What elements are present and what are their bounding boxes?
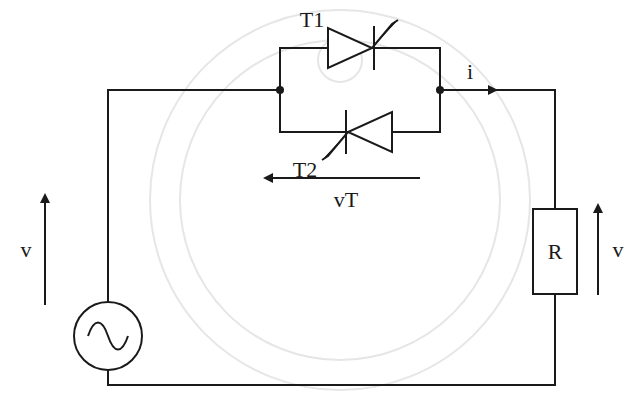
voltage-label: vT [334, 189, 358, 211]
voltage-label: v [21, 239, 32, 261]
ac-source-symbol [74, 302, 142, 370]
voltage-arrow [597, 205, 599, 295]
wire [440, 90, 555, 208]
voltage-arrow [265, 177, 420, 179]
wire [280, 48, 440, 132]
component-name: R [548, 241, 563, 263]
voltage-label: v [613, 239, 624, 261]
current-arrow [470, 89, 496, 91]
thyristor-label: T2 [293, 159, 317, 181]
resistor-symbol: R [532, 208, 578, 295]
wire [108, 90, 280, 302]
current-label: i [467, 61, 473, 83]
voltage-arrow [44, 195, 46, 305]
thyristor-symbol [328, 20, 398, 70]
junction-dot [436, 86, 444, 94]
thyristor-label: T1 [300, 9, 324, 31]
wire [108, 295, 555, 385]
junction-dot [276, 86, 284, 94]
watermark [150, 10, 530, 390]
thyristor-symbol [322, 110, 392, 160]
